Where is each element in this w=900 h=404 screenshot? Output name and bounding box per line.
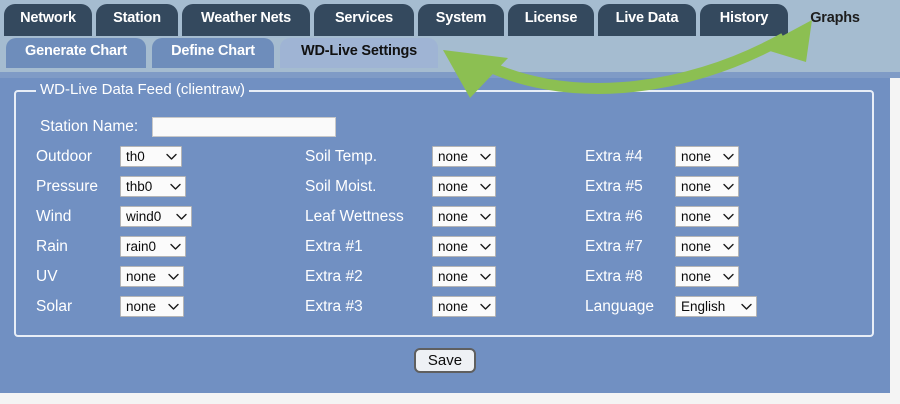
select-extra-2[interactable]: noneth0thb0wind0rain0English — [432, 266, 496, 287]
field-label-extra-4: Extra #4 — [585, 148, 643, 165]
save-button-row: Save — [0, 348, 890, 373]
select-uv[interactable]: noneth0thb0wind0rain0English — [120, 266, 184, 287]
field-label-wind: Wind — [36, 208, 72, 225]
select-language[interactable]: noneth0thb0wind0rain0English — [675, 296, 757, 317]
secondary-tab-define-chart[interactable]: Define Chart — [152, 38, 274, 68]
field-label-soil-temp: Soil Temp. — [305, 148, 378, 165]
fieldset-legend: WD-Live Data Feed (clientraw) — [36, 81, 250, 98]
station-name-input[interactable] — [152, 117, 337, 137]
field-label-solar: Solar — [36, 298, 73, 315]
field-label-extra-1: Extra #1 — [305, 238, 363, 255]
select-extra-8[interactable]: noneth0thb0wind0rain0English — [675, 266, 739, 287]
select-outdoor[interactable]: noneth0thb0wind0rain0English — [120, 146, 182, 167]
field-label-outdoor: Outdoor — [36, 148, 93, 165]
field-label-soil-moist: Soil Moist. — [305, 178, 377, 195]
page-right-edge — [890, 78, 900, 393]
primary-tab-license[interactable]: License — [508, 4, 594, 36]
select-extra-1[interactable]: noneth0thb0wind0rain0English — [432, 236, 496, 257]
field-label-pressure: Pressure — [36, 178, 99, 195]
field-label-extra-3: Extra #3 — [305, 298, 363, 315]
select-extra-7[interactable]: noneth0thb0wind0rain0English — [675, 236, 739, 257]
primary-tab-graphs[interactable]: Graphs — [792, 4, 878, 36]
field-label-uv: UV — [36, 268, 58, 285]
station-name-label: Station Name: — [40, 118, 139, 135]
primary-tab-live-data[interactable]: Live Data — [598, 4, 696, 36]
field-label-extra-5: Extra #5 — [585, 178, 643, 195]
primary-tab-history[interactable]: History — [700, 4, 788, 36]
field-label-language: Language — [585, 298, 654, 315]
primary-tab-system[interactable]: System — [418, 4, 504, 36]
select-extra-3[interactable]: noneth0thb0wind0rain0English — [432, 296, 496, 317]
select-soil-moist[interactable]: noneth0thb0wind0rain0English — [432, 176, 496, 197]
save-button[interactable]: Save — [414, 348, 476, 373]
select-extra-4[interactable]: noneth0thb0wind0rain0English — [675, 146, 739, 167]
field-label-extra-7: Extra #7 — [585, 238, 643, 255]
primary-tab-network[interactable]: Network — [4, 4, 92, 36]
primary-tab-services[interactable]: Services — [314, 4, 414, 36]
select-leaf-wettness[interactable]: noneth0thb0wind0rain0English — [432, 206, 496, 227]
field-label-leaf-wettness: Leaf Wettness — [305, 208, 404, 225]
select-wind[interactable]: noneth0thb0wind0rain0English — [120, 206, 192, 227]
wd-live-data-feed-fieldset: WD-Live Data Feed (clientraw) Station Na… — [14, 81, 874, 337]
page-bottom-edge — [0, 393, 900, 404]
secondary-tab-wd-live-settings[interactable]: WD-Live Settings — [280, 38, 438, 68]
select-extra-6[interactable]: noneth0thb0wind0rain0English — [675, 206, 739, 227]
field-label-rain: Rain — [36, 238, 68, 255]
select-rain[interactable]: noneth0thb0wind0rain0English — [120, 236, 186, 257]
field-label-extra-8: Extra #8 — [585, 268, 643, 285]
secondary-tab-generate-chart[interactable]: Generate Chart — [6, 38, 146, 68]
select-solar[interactable]: noneth0thb0wind0rain0English — [120, 296, 184, 317]
select-extra-5[interactable]: noneth0thb0wind0rain0English — [675, 176, 739, 197]
select-pressure[interactable]: noneth0thb0wind0rain0English — [120, 176, 186, 197]
primary-tab-weather-nets[interactable]: Weather Nets — [182, 4, 310, 36]
field-label-extra-2: Extra #2 — [305, 268, 363, 285]
select-soil-temp[interactable]: noneth0thb0wind0rain0English — [432, 146, 496, 167]
primary-tab-station[interactable]: Station — [96, 4, 178, 36]
station-name-row: Station Name: — [40, 116, 337, 138]
settings-page-body: WD-Live Data Feed (clientraw) Station Na… — [0, 78, 890, 393]
field-label-extra-6: Extra #6 — [585, 208, 643, 225]
